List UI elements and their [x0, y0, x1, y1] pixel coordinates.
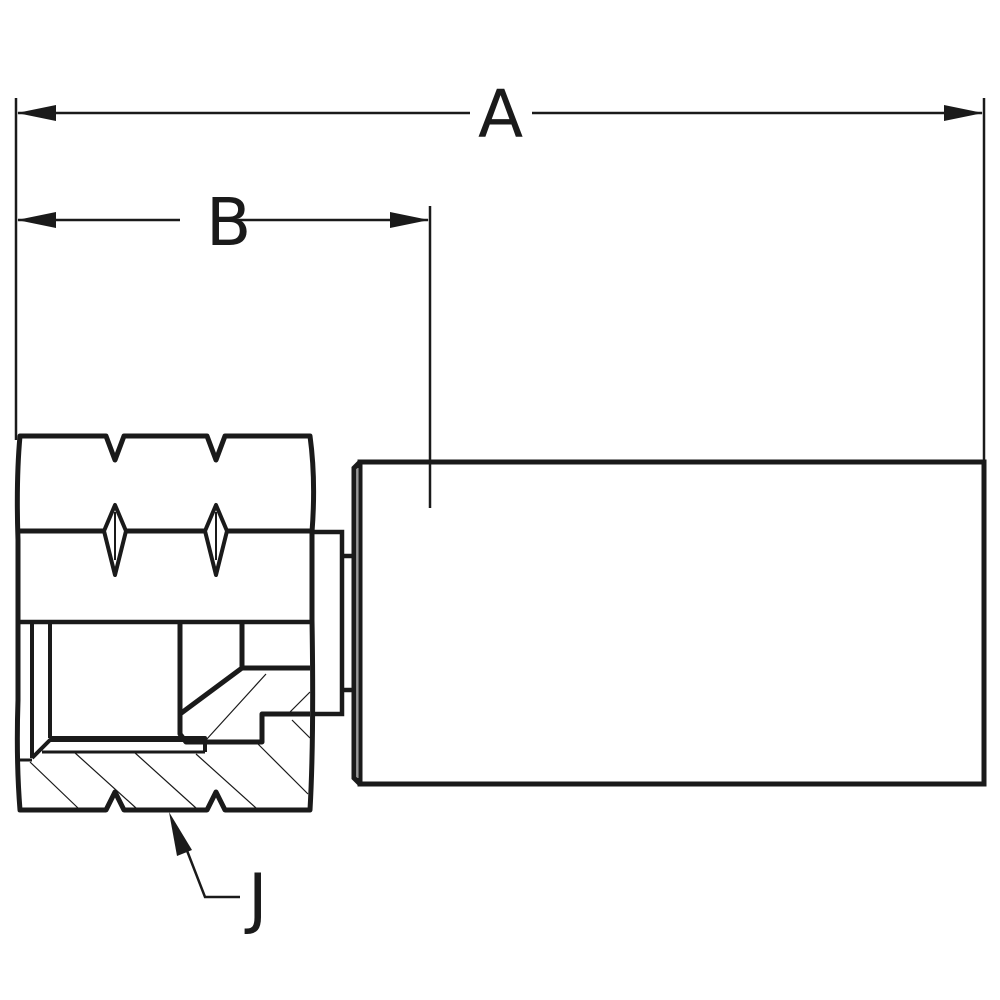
- stem-collar: [312, 529, 354, 717]
- dimension-b: [17, 212, 429, 228]
- arrowhead-a-right: [944, 105, 983, 121]
- hex-nut: [14, 433, 317, 813]
- dimension-label-a: A: [478, 76, 524, 153]
- callout-label-j: J: [248, 860, 268, 937]
- section-hatching: [29, 673, 311, 809]
- arrowhead-b-right: [390, 212, 429, 228]
- dimension-label-b: B: [206, 184, 252, 261]
- nut-section: [20, 624, 310, 762]
- ferrule: [351, 459, 987, 787]
- leader-j: [169, 812, 240, 899]
- arrowhead-j: [169, 812, 192, 856]
- arrowhead-b-left: [17, 212, 56, 228]
- dimension-a: [17, 105, 983, 121]
- extension-lines: [14, 98, 986, 508]
- arrowhead-a-left: [17, 105, 56, 121]
